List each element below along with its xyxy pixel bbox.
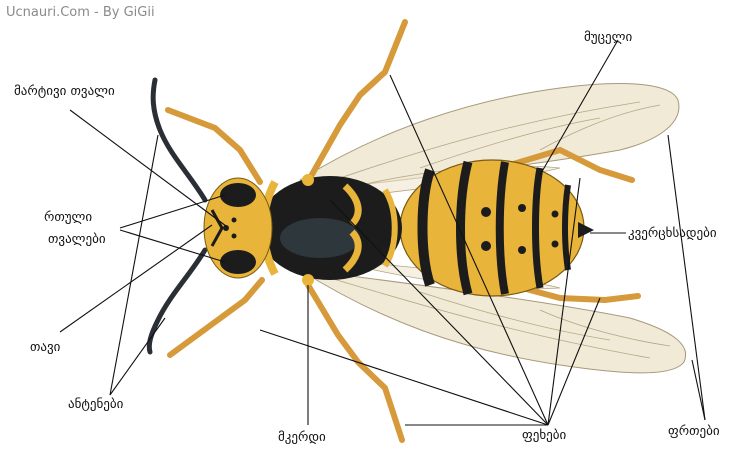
label-simple-eye: მარტივი თვალი bbox=[14, 84, 115, 100]
abdomen-spot bbox=[518, 246, 526, 254]
compound-eye-lower bbox=[220, 250, 256, 274]
abdomen-spot bbox=[481, 207, 491, 217]
label-compound-eyes-line2: თვალები bbox=[48, 232, 106, 248]
label-head: თავი bbox=[30, 340, 60, 356]
simple-eye bbox=[232, 218, 237, 223]
label-legs: ფეხები bbox=[522, 428, 566, 444]
pointer-simple-eye bbox=[70, 110, 226, 226]
abdomen-group bbox=[400, 160, 594, 296]
abdomen-spot bbox=[481, 241, 491, 251]
label-compound-eyes-line1: რთული bbox=[44, 210, 92, 226]
abdomen-spot bbox=[518, 204, 526, 212]
label-spiracles: კვერცხსადები bbox=[628, 226, 717, 242]
wing-base-dot bbox=[302, 274, 314, 286]
abdomen-tip bbox=[578, 222, 594, 238]
simple-eye bbox=[232, 234, 237, 239]
label-antennae: ანტენები bbox=[68, 397, 123, 413]
abdomen-stripe-5 bbox=[565, 185, 568, 270]
pointer-wings-1 bbox=[668, 135, 705, 420]
abdomen-spot bbox=[552, 241, 559, 248]
pointer-antennae-1 bbox=[110, 135, 158, 395]
head-group bbox=[204, 178, 272, 278]
antenna-upper bbox=[153, 80, 205, 200]
thorax-sheen bbox=[280, 218, 360, 258]
pointer-antennae-2 bbox=[110, 318, 165, 395]
compound-eye-upper bbox=[220, 183, 256, 207]
front-leg-lower bbox=[170, 280, 262, 355]
label-wings: ფრთები bbox=[668, 424, 720, 440]
label-thorax: მკერდი bbox=[278, 430, 326, 446]
front-leg-upper bbox=[168, 110, 260, 182]
wing-base-dot bbox=[302, 174, 314, 186]
label-abdomen: მუცელი bbox=[584, 30, 632, 46]
abdomen-spot bbox=[552, 211, 559, 218]
